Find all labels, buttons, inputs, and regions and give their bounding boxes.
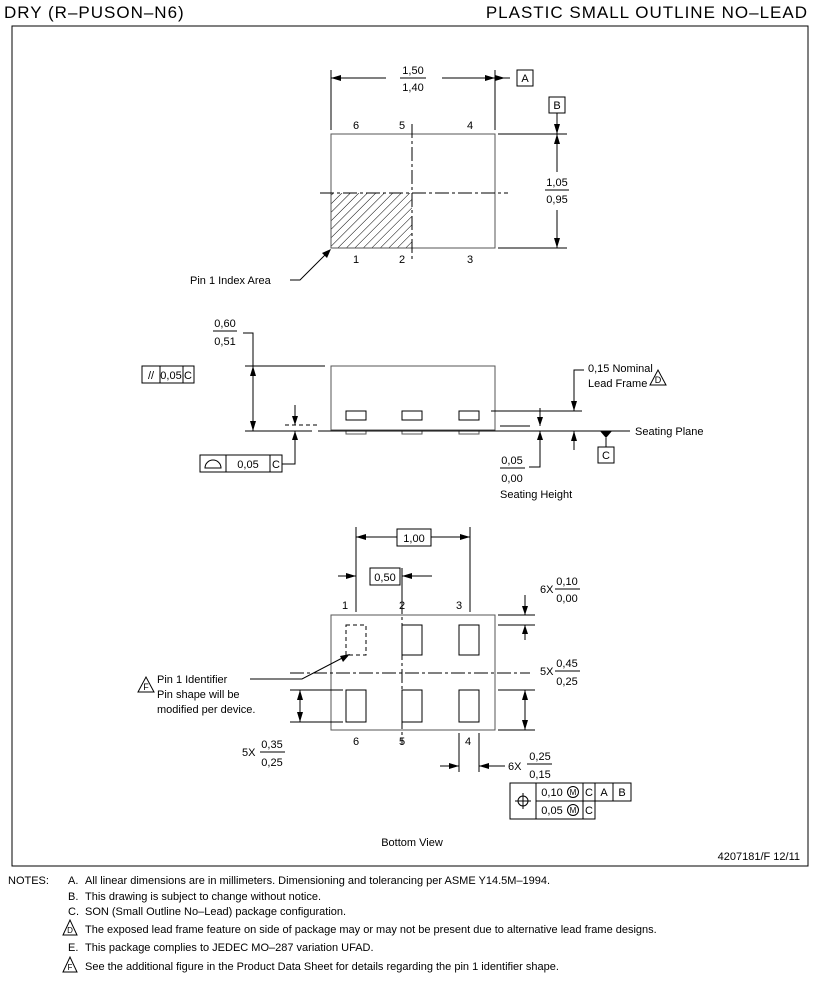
note-key: C. <box>68 906 79 918</box>
thickness-min: 0,51 <box>214 336 235 348</box>
dim-max: 0,10 <box>556 576 577 588</box>
pin1-identifier-label: Pin shape will be <box>157 689 240 701</box>
dim-prefix: 6X <box>508 761 522 773</box>
pin-label: 6 <box>353 120 359 132</box>
parallel-symbol: // <box>148 370 155 382</box>
pitch-total: 1,00 <box>403 533 424 545</box>
note-text: See the additional figure in the Product… <box>85 961 559 973</box>
coplanarity-fcf: 0,05 C <box>199 454 283 473</box>
width-min: 1,40 <box>402 82 423 94</box>
dim-min: 0,25 <box>261 757 282 769</box>
note-key: B. <box>68 891 78 903</box>
side-view: 0,60 0,51 // 0,05 C 0,05 C 0,15 Nominal … <box>141 318 704 501</box>
dim-prefix: 5X <box>242 747 256 759</box>
position-fcf: 0,10 M C A B 0,05 M C <box>509 782 632 820</box>
height-min: 0,95 <box>546 194 567 206</box>
mmc-icon <box>567 786 579 798</box>
tol-datum: C <box>585 787 593 799</box>
profile-surface-icon <box>204 459 222 469</box>
tol-value: 0,10 <box>541 787 562 799</box>
datum-c-box <box>597 446 615 464</box>
seating-height-label: Seating Height <box>500 489 572 501</box>
pin-label: 2 <box>399 600 405 612</box>
parallelism-fcf: // 0,05 C <box>141 365 195 384</box>
pin-label: 5 <box>399 736 405 748</box>
bottom-view: 1,00 0,50 1 2 3 6 5 4 6X 0,10 0,00 5X 0,… <box>137 527 632 849</box>
drawing-frame <box>11 25 809 867</box>
standoff-max: 0,05 <box>501 455 522 467</box>
pin-label: 6 <box>353 736 359 748</box>
pin-label: 4 <box>467 120 473 132</box>
mmc-modifier: M <box>570 806 577 815</box>
parallelism-datum: C <box>184 370 192 382</box>
notes: NOTES: A. All linear dimensions are in m… <box>8 875 657 973</box>
tol-datum: A <box>600 787 608 799</box>
thickness-max: 0,60 <box>214 318 235 330</box>
mmc-icon <box>567 804 579 816</box>
note-key: A. <box>68 875 78 887</box>
standoff-min: 0,00 <box>501 473 522 485</box>
pin-label: 3 <box>467 254 473 266</box>
tol-datum: B <box>618 787 625 799</box>
datum-b: B <box>553 100 560 112</box>
pin1-index-hatch <box>331 193 412 248</box>
pitch: 0,50 <box>374 572 395 584</box>
datum-a-box <box>516 69 534 87</box>
pin-label: 5 <box>399 120 405 132</box>
note-d-marker: D <box>655 375 662 385</box>
note-d-triangle-icon <box>62 918 78 936</box>
pin-label: 3 <box>456 600 462 612</box>
notes-label: NOTES: <box>8 875 49 887</box>
seating-plane-label: Seating Plane <box>635 426 704 438</box>
top-view: 1,50 1,40 A B 1,05 0,95 6 5 4 1 2 3 Pin … <box>190 65 569 287</box>
dim-min: 0,25 <box>556 676 577 688</box>
coplanarity-value: 0,05 <box>237 459 258 471</box>
note-key: F <box>68 963 73 972</box>
tol-value: 0,05 <box>541 805 562 817</box>
pin-label: 2 <box>399 254 405 266</box>
mmc-modifier: M <box>570 788 577 797</box>
note-text: This package complies to JEDEC MO–287 va… <box>85 942 374 954</box>
top-body <box>330 133 496 249</box>
bottom-view-caption: Bottom View <box>381 837 443 849</box>
dim-max: 0,25 <box>529 751 550 763</box>
pin-label: 1 <box>342 600 348 612</box>
datum-a: A <box>521 73 529 85</box>
note-d-triangle-icon <box>649 368 667 386</box>
pin1-pad <box>345 624 367 656</box>
note-text: SON (Small Outline No–Lead) package conf… <box>85 906 346 918</box>
drawing-number: 4207181/F 12/11 <box>718 851 800 863</box>
package-code: DRY (R–PUSON–N6) <box>4 3 185 22</box>
note-text: All linear dimensions are in millimeters… <box>85 875 550 887</box>
note-key: D <box>67 926 73 935</box>
note-text: This drawing is subject to change withou… <box>85 891 321 903</box>
note-f-marker: F <box>143 682 149 692</box>
pin-label: 4 <box>465 736 471 748</box>
note-key: E. <box>68 942 78 954</box>
pin1-identifier-label: modified per device. <box>157 704 255 716</box>
datum-c: C <box>602 450 610 462</box>
pin-label: 1 <box>353 254 359 266</box>
dim-min: 0,15 <box>529 769 550 781</box>
pin1-index-label: Pin 1 Index Area <box>190 275 272 287</box>
dim-max: 0,45 <box>556 658 577 670</box>
package-type: PLASTIC SMALL OUTLINE NO–LEAD <box>486 3 808 22</box>
width-max: 1,50 <box>402 65 423 77</box>
lead-frame-label: 0,15 Nominal <box>588 363 653 375</box>
note-f-triangle-icon <box>62 955 78 973</box>
tol-datum: C <box>585 805 593 817</box>
dim-prefix: 5X <box>540 666 554 678</box>
lead-frame-label: Lead Frame <box>588 378 647 390</box>
height-max: 1,05 <box>546 177 567 189</box>
parallelism-value: 0,05 <box>160 370 181 382</box>
dim-max: 0,35 <box>261 739 282 751</box>
note-f-triangle-icon <box>137 675 155 693</box>
note-text: The exposed lead frame feature on side o… <box>85 924 657 936</box>
dim-min: 0,00 <box>556 593 577 605</box>
pin1-identifier-label: Pin 1 Identifier <box>157 674 228 686</box>
dim-prefix: 6X <box>540 584 554 596</box>
coplanarity-datum: C <box>272 459 280 471</box>
